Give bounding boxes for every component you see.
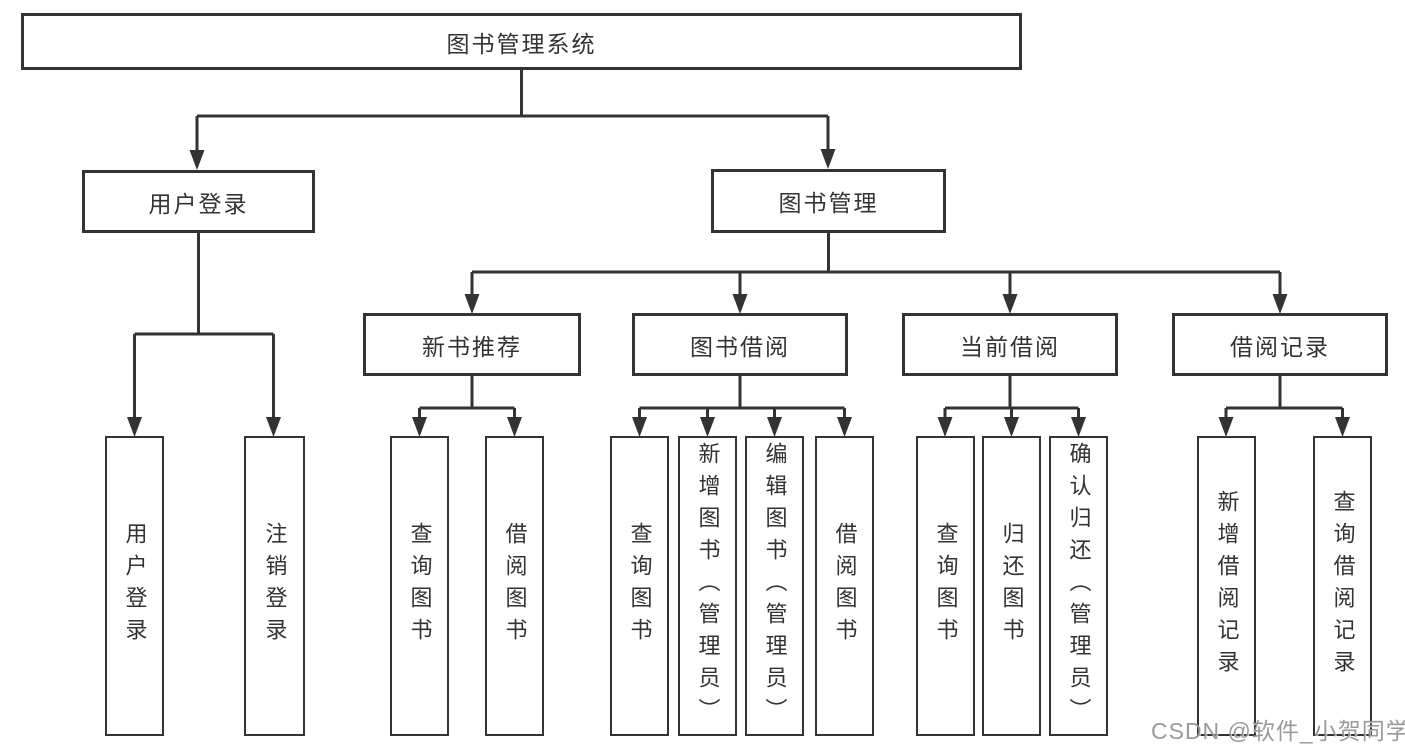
csdn-watermark: CSDN @软件_小贺同学	[1151, 718, 1405, 744]
branch-node-borrowing-records: 借阅记录	[1172, 313, 1388, 376]
leaf-node-label: 归还图书	[999, 522, 1025, 650]
leaf-node-confirm-return-admin: 确认归还（管理员）	[1049, 436, 1108, 736]
leaf-node-label: 注销登录	[262, 522, 288, 650]
leaf-node-label: 借阅图书	[502, 522, 528, 650]
leaf-node-add-borrow-record: 新增借阅记录	[1197, 436, 1256, 736]
leaf-node-query-borrow-record: 查询借阅记录	[1313, 436, 1372, 736]
leaf-node-label: 新增图书（管理员）	[695, 442, 721, 730]
leaf-node-label: 新增借阅记录	[1214, 490, 1240, 682]
branch-node-label: 用户登录	[148, 190, 249, 217]
leaf-node-borrow-books: 借阅图书	[815, 436, 874, 736]
branch-node-label: 借阅记录	[1230, 333, 1330, 360]
leaf-node-label: 用户登录	[122, 522, 148, 650]
leaf-node-return-books: 归还图书	[982, 436, 1041, 736]
branch-node-book-borrowing: 图书借阅	[632, 313, 848, 376]
leaf-node-query-books-borrowing: 查询图书	[610, 436, 669, 736]
leaf-node-label: 确认归还（管理员）	[1066, 442, 1092, 730]
leaf-node-logout: 注销登录	[244, 436, 305, 736]
leaf-node-borrow-books-recommend: 借阅图书	[485, 436, 544, 736]
leaf-node-label: 查询图书	[933, 522, 959, 650]
leaf-node-label: 编辑图书（管理员）	[762, 442, 788, 730]
leaf-node-add-books-admin: 新增图书（管理员）	[678, 436, 737, 736]
branch-node-current-borrowing: 当前借阅	[902, 313, 1118, 376]
leaf-node-label: 借阅图书	[832, 522, 858, 650]
leaf-node-label: 查询借阅记录	[1330, 490, 1356, 682]
leaf-node-user-login: 用户登录	[105, 436, 164, 736]
leaf-node-label: 查询图书	[407, 522, 433, 650]
branch-node-label: 图书管理	[778, 190, 879, 216]
root-node-label: 图书管理系统	[446, 30, 597, 57]
root-node-library-system: 图书管理系统	[21, 13, 1022, 70]
branch-node-user-login: 用户登录	[82, 170, 315, 233]
branch-node-label: 新书推荐	[422, 333, 522, 360]
leaf-node-label: 查询图书	[627, 522, 653, 650]
branch-node-book-management: 图书管理	[711, 169, 946, 233]
branch-node-label: 图书借阅	[690, 333, 790, 360]
branch-node-new-book-recommend: 新书推荐	[363, 313, 581, 376]
leaf-node-edit-books-admin: 编辑图书（管理员）	[745, 436, 804, 736]
arrowhead-icons	[127, 149, 1350, 437]
leaf-node-query-books-recommend: 查询图书	[390, 436, 449, 736]
branch-node-label: 当前借阅	[960, 333, 1060, 360]
leaf-node-query-books-current: 查询图书	[916, 436, 975, 736]
